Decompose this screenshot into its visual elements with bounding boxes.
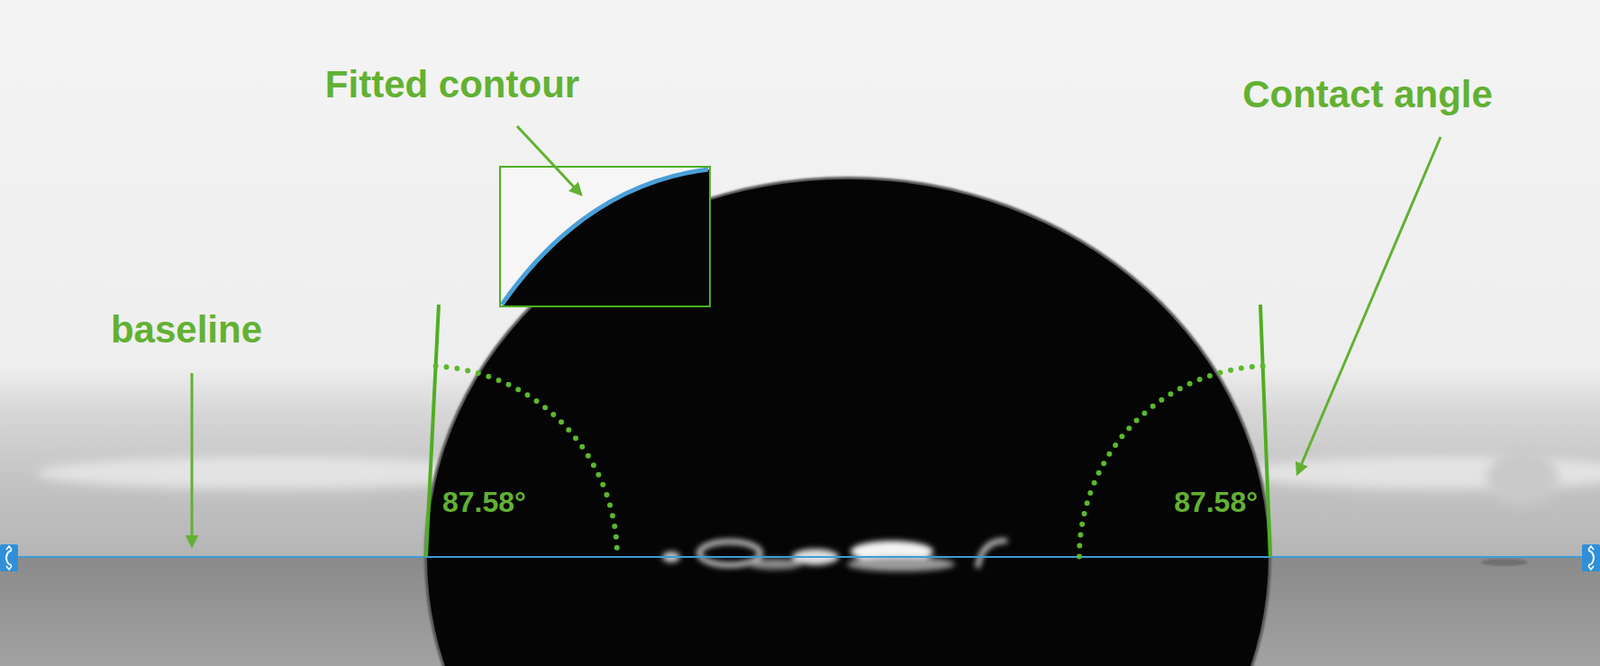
leader-arrow bbox=[190, 372, 194, 546]
callout-label: Contact angle bbox=[1242, 73, 1493, 116]
baseline-line bbox=[0, 555, 1600, 558]
tangent-line bbox=[1260, 304, 1271, 557]
contour-inset bbox=[500, 166, 710, 307]
reflections bbox=[662, 540, 1008, 572]
haze-spot bbox=[1486, 450, 1559, 505]
leader-arrow bbox=[517, 126, 582, 195]
speck bbox=[1481, 558, 1528, 566]
angle-arc bbox=[436, 365, 618, 557]
baseline-handle bbox=[0, 544, 19, 572]
angle-arc bbox=[1079, 365, 1264, 557]
tangent-line bbox=[426, 304, 439, 557]
leader-arrow bbox=[1297, 136, 1441, 474]
angle-value: 87.58° bbox=[442, 486, 527, 519]
baseline-handle bbox=[1581, 544, 1600, 572]
angle-value: 87.58° bbox=[1173, 486, 1258, 519]
callout-label: baseline bbox=[110, 309, 263, 351]
callout-label: Fitted contour bbox=[325, 63, 580, 106]
